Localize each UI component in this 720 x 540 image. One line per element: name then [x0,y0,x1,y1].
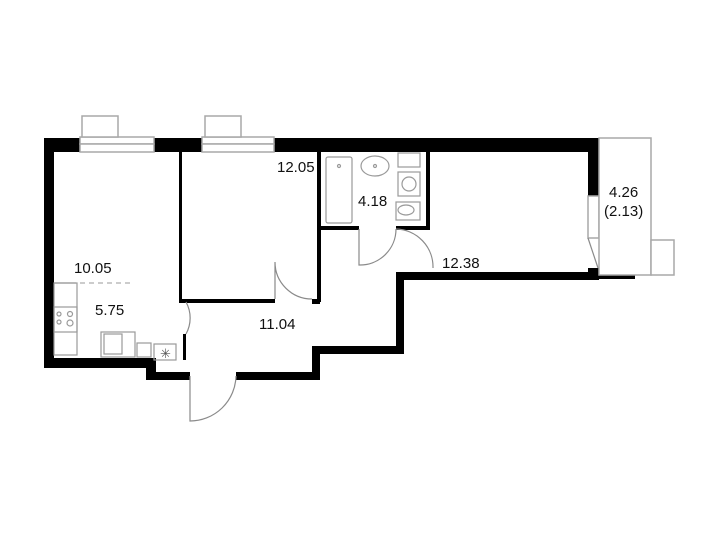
kitchen-fixtures: ✳ [53,282,177,361]
area-label-room-1: 10.05 [74,260,112,277]
area-label-bathroom: 4.18 [358,193,387,210]
area-labels: 10.05 5.75 12.05 4.18 12.38 11.04 4.26 (… [74,159,643,333]
doors [185,228,599,422]
area-label-balcony-reduced: (2.13) [604,203,643,220]
ventilation-icon: ✳ [160,346,171,361]
area-label-room-3: 12.38 [442,255,480,272]
area-label-balcony: 4.26 [609,184,638,201]
area-label-kitchen: 5.75 [95,302,124,319]
area-label-room-2: 12.05 [277,159,315,176]
area-label-hall: 11.04 [259,316,295,333]
walls [44,138,635,380]
bathroom-fixtures [325,152,421,224]
windows [79,115,675,276]
